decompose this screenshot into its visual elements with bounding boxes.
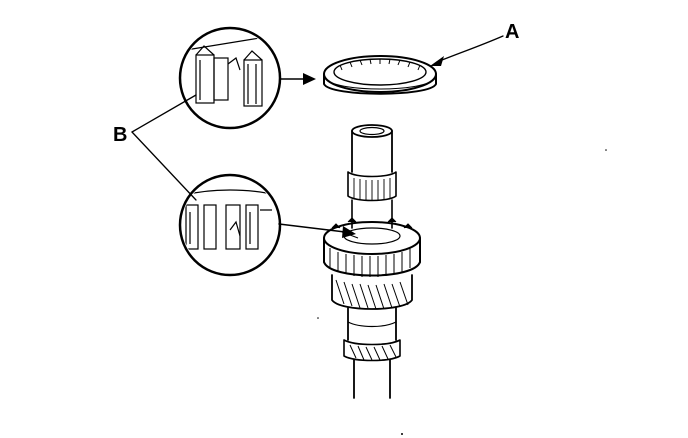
detail-circle-bottom: [178, 173, 356, 277]
synchro-ring: [323, 55, 437, 95]
detail-circle-top: [178, 26, 316, 130]
callout-label-b: B: [113, 124, 127, 146]
scan-specks: [317, 149, 607, 435]
leader-b: [131, 94, 197, 201]
mainshaft-assembly: [323, 124, 421, 399]
callout-label-a: A: [505, 21, 519, 43]
leader-a: [430, 35, 504, 66]
